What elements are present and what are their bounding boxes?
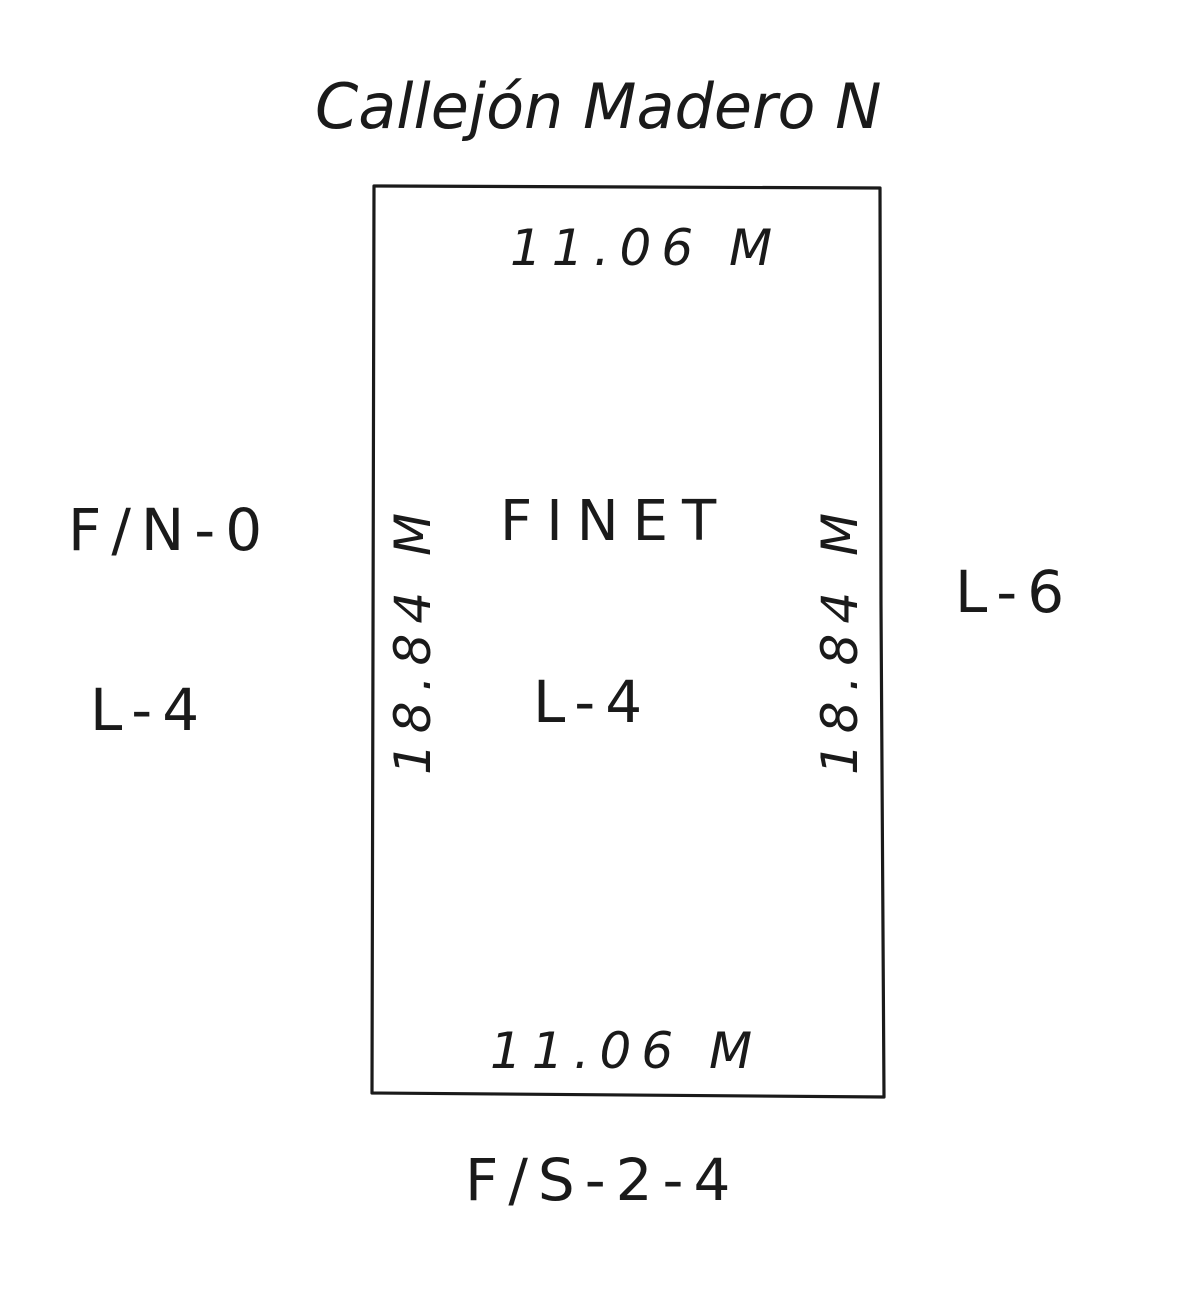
lot-owner-name: FINET [500, 489, 730, 554]
south-block-label: F/S-2-4 [465, 1146, 740, 1214]
lot-boundary [370, 184, 886, 1099]
street-name: Callejón Madero N [315, 70, 882, 143]
left-measurement: 18.84 M [384, 503, 442, 775]
right-measurement: 18.84 M [811, 503, 869, 775]
lot-id: L-4 [533, 668, 652, 736]
east-lot-label: L-6 [955, 558, 1074, 626]
bottom-measurement: 11.06 M [490, 1022, 762, 1080]
west-block-label: F/N-0 [68, 496, 272, 564]
west-lot-label: L-4 [90, 676, 209, 744]
top-measurement: 11.06 M [510, 219, 782, 277]
